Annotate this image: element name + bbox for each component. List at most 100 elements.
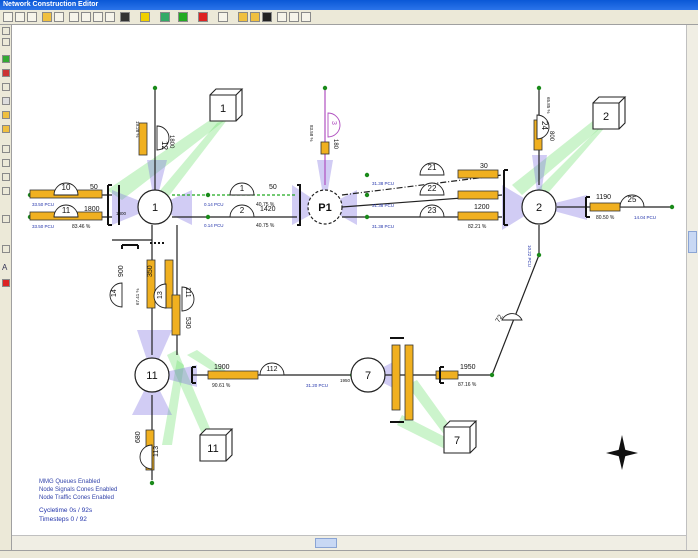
grid-icon[interactable] bbox=[54, 12, 64, 22]
bracket-icon[interactable] bbox=[262, 12, 272, 22]
node-7[interactable] bbox=[350, 357, 386, 393]
flow-30: 30 bbox=[480, 163, 488, 170]
node-1-label: 1 bbox=[152, 202, 158, 214]
status-signals: Node Signals Cones Enabled bbox=[39, 487, 118, 493]
pcu-d: 0.14 PCU bbox=[204, 223, 224, 228]
zone-7-label: 7 bbox=[454, 435, 460, 447]
zone-boxes bbox=[199, 88, 627, 462]
arrow-icon[interactable] bbox=[160, 12, 170, 22]
horizontal-scrollbar[interactable] bbox=[12, 535, 686, 550]
status-bar bbox=[0, 550, 698, 558]
pct-b: 40.75 % bbox=[256, 202, 275, 208]
link-112-label: 112 bbox=[266, 366, 277, 373]
pcu-b: 33.50 PCU bbox=[32, 224, 54, 229]
flow-50-b: 50 bbox=[269, 184, 277, 191]
link-12-label: 12 bbox=[160, 141, 169, 150]
tool-measure-icon[interactable] bbox=[2, 187, 10, 195]
pct-h: 87.16 % bbox=[458, 382, 477, 388]
v-label-a: 19.28 % bbox=[135, 121, 140, 138]
tool-pen-icon[interactable] bbox=[2, 83, 10, 91]
tool-pointer-icon[interactable] bbox=[2, 27, 10, 35]
tool-node-icon[interactable] bbox=[2, 38, 10, 46]
pcu-h: 14.04 PCU bbox=[634, 215, 656, 220]
pct-g: 90.61 % bbox=[212, 383, 231, 389]
link-23-label: 23 bbox=[428, 206, 437, 215]
pct-c: 40.75 % bbox=[256, 223, 275, 229]
tool-line-icon[interactable] bbox=[2, 145, 10, 153]
save-icon[interactable] bbox=[27, 12, 37, 22]
tool-stopall-icon[interactable] bbox=[2, 279, 10, 287]
zoom-icon[interactable] bbox=[81, 12, 91, 22]
nodes bbox=[134, 189, 557, 393]
flow-1950: 1950 bbox=[460, 364, 476, 371]
tool-text-icon[interactable]: A bbox=[2, 263, 8, 272]
node-p1[interactable] bbox=[307, 189, 343, 225]
link-111-label: 111 bbox=[184, 287, 191, 298]
flow-1800-v: 1800 bbox=[168, 135, 174, 149]
status-mmg: MMG Queues Enabled bbox=[39, 479, 101, 485]
tool-draw-icon[interactable] bbox=[2, 173, 10, 181]
vertical-scrollbar[interactable] bbox=[686, 25, 698, 550]
tool-signal-icon[interactable] bbox=[2, 125, 10, 133]
zone-2-label: 2 bbox=[603, 111, 609, 123]
node-2-label: 2 bbox=[536, 202, 542, 214]
tool-link-icon[interactable] bbox=[2, 55, 10, 63]
flow-50-a: 50 bbox=[90, 184, 98, 191]
pan-icon[interactable] bbox=[93, 12, 103, 22]
link-72-label: 72 bbox=[495, 314, 505, 324]
link-25-label: 25 bbox=[628, 195, 637, 204]
print-icon[interactable] bbox=[69, 12, 79, 22]
signal-cones bbox=[112, 155, 587, 415]
link-10-label: 10 bbox=[62, 183, 71, 192]
link-24-label: 24 bbox=[540, 121, 549, 130]
flow-180: 180 bbox=[332, 139, 338, 150]
node-1[interactable] bbox=[137, 189, 173, 225]
link-14-label: 14 bbox=[111, 289, 118, 297]
refresh-icon[interactable] bbox=[105, 12, 115, 22]
layers-icon[interactable] bbox=[218, 12, 228, 22]
pcu-g: 31.38 PCU bbox=[372, 224, 394, 229]
edit-icon[interactable] bbox=[289, 12, 299, 22]
pct-e: 80.50 % bbox=[596, 215, 615, 221]
horizontal-scroll-thumb[interactable] bbox=[315, 538, 337, 548]
flow-1420: 1420 bbox=[260, 206, 276, 213]
flow-680: 680 bbox=[135, 431, 142, 443]
network-canvas[interactable]: 10 11 50 1800 33.50 PCU 33.50 PCU 83.46 … bbox=[12, 25, 686, 535]
path-icon[interactable] bbox=[250, 12, 260, 22]
main-toolbar bbox=[0, 10, 698, 25]
green-icon[interactable] bbox=[178, 12, 188, 22]
v-label-b: 65.85 % bbox=[546, 97, 551, 114]
flow-1900: 1900 bbox=[214, 364, 230, 371]
pcu-f: 31.38 PCU bbox=[372, 203, 394, 208]
num-1950b: 1950 bbox=[340, 378, 351, 383]
link-1-label: 1 bbox=[240, 184, 245, 193]
route-icon[interactable] bbox=[238, 12, 248, 22]
link-2-label: 2 bbox=[240, 206, 245, 215]
tool-route-icon[interactable] bbox=[2, 159, 10, 167]
node-2[interactable] bbox=[521, 189, 557, 225]
node-11[interactable] bbox=[134, 357, 170, 393]
timesteps: Timesteps 0 / 92 bbox=[39, 516, 87, 523]
signal-icon[interactable] bbox=[120, 12, 130, 22]
tool-bus-icon[interactable] bbox=[2, 215, 10, 223]
tool-move-icon[interactable] bbox=[2, 245, 10, 253]
vertical-scroll-thumb[interactable] bbox=[688, 231, 697, 253]
network-diagram[interactable]: 10 11 50 1800 33.50 PCU 33.50 PCU 83.46 … bbox=[12, 25, 686, 535]
tool-zone-icon[interactable] bbox=[2, 97, 10, 105]
select-icon[interactable] bbox=[42, 12, 52, 22]
zone-1-label: 1 bbox=[220, 103, 226, 115]
export-icon[interactable] bbox=[277, 12, 287, 22]
tool-stop-icon[interactable] bbox=[2, 111, 10, 119]
link-11-label: 11 bbox=[62, 206, 71, 215]
cycletime: Cycletime 0s / 92s bbox=[39, 507, 93, 514]
red-icon[interactable] bbox=[198, 12, 208, 22]
new-icon[interactable] bbox=[3, 12, 13, 22]
warning-icon[interactable] bbox=[140, 12, 150, 22]
link-3-label: 3 bbox=[330, 121, 337, 125]
pcu-e: 31.38 PCU bbox=[372, 181, 394, 186]
num-1800b: 1800 bbox=[116, 211, 127, 216]
tool-delete-icon[interactable] bbox=[2, 69, 10, 77]
open-icon[interactable] bbox=[15, 12, 25, 22]
flow-350: 350 bbox=[147, 265, 154, 277]
settings-icon[interactable] bbox=[301, 12, 311, 22]
